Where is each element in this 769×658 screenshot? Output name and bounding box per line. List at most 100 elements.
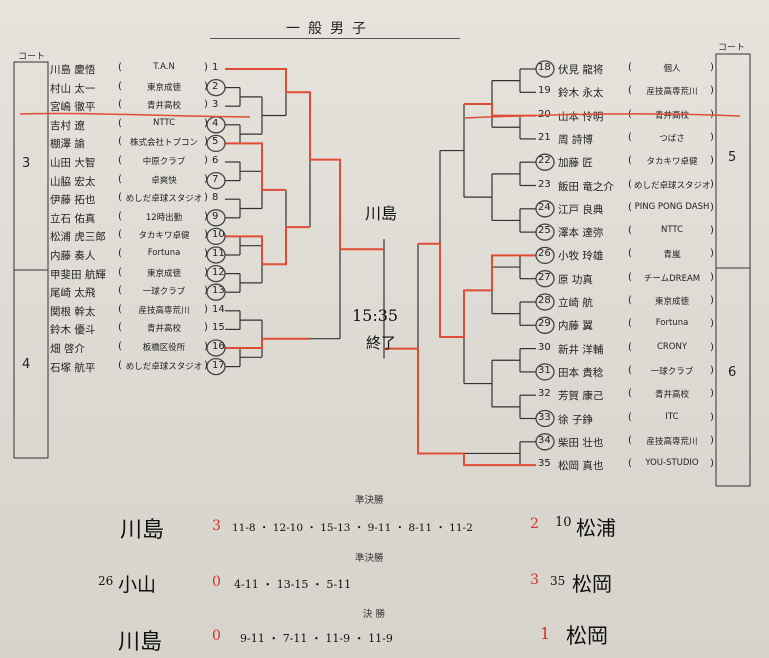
open-paren: ( [118,303,122,315]
player-number: 2 [212,80,219,92]
semi2-game-scores: 4-11 ・ 13-15 ・ 5-11 [234,578,352,591]
open-paren: ( [628,318,632,330]
player-number: 17 [212,359,225,371]
seed-circle [206,246,226,264]
close-paren: ) [710,131,714,143]
open-paren: ( [628,201,632,213]
player-name: 加藤 匠 [558,157,593,170]
player-club: 産技高専荒川 [646,87,698,98]
player-name: 飯田 竜之介 [558,180,614,193]
player-number: 12 [212,266,225,278]
court-box-right [715,53,751,487]
player-club: 産技高専荒川 [138,305,190,316]
player-name: 原 功真 [558,273,593,286]
player-club: PING PONG DASH [634,201,710,212]
court-number-left-top: 3 [22,156,31,171]
open-paren: ( [118,99,122,111]
player-club: 青井高校 [146,324,181,335]
close-paren: ) [710,201,714,213]
player-name: 周 詩博 [558,133,593,146]
player-name: 小牧 玲雄 [558,250,604,263]
player-club: 東京成徳 [654,297,689,307]
player-number: 1 [212,62,219,73]
close-paren: ) [204,173,208,185]
seed-circle [206,116,226,134]
court-number-right-top: 5 [728,150,737,165]
semi-label-2: 準決勝 [355,553,384,564]
winner-trace-right-26 [418,242,536,338]
player-name: 甲斐田 航輝 [50,268,106,281]
winner-trace-right-35 [384,347,536,467]
final-left-score: 0 [212,628,221,644]
close-paren: ) [710,341,714,353]
close-paren: ) [710,434,714,446]
close-paren: ) [710,271,714,283]
page-title: 一般男子 [286,21,374,37]
player-number: 35 [538,458,551,470]
final-right-name: 松岡 [566,624,608,648]
player-club: タカキワ卓健 [646,157,698,168]
close-paren: ) [204,285,208,297]
close-paren: ) [204,99,208,111]
open-paren: ( [118,359,122,371]
player-club: NTTC [660,225,684,236]
left-round3-join [262,69,287,117]
winner-trace-left-5 [225,142,286,191]
player-number: 21 [538,131,551,143]
left-round2-join [240,170,263,210]
player-name: 鈴木 永太 [558,87,604,100]
close-paren: ) [710,318,714,330]
bracket-black-lines [225,68,536,466]
player-club: 東京成徳 [146,82,181,93]
player-club: 株式会社トプコン [129,138,198,149]
open-paren: ( [118,80,122,92]
seed-circle [206,283,226,301]
player-name: 棚澤 諭 [50,138,85,151]
player-club: 中原クラブ [142,157,186,167]
close-paren: ) [710,295,714,306]
final-game-scores: 9-11 ・ 7-11 ・ 11-9 ・ 11-9 [240,632,393,645]
player-number: 16 [212,341,225,352]
semi2-right-score: 3 [530,572,539,588]
seed-circle [535,60,555,78]
open-paren: ( [628,62,632,73]
close-paren: ) [204,248,208,259]
semi1-right-score: 2 [530,516,539,532]
player-number: 23 [538,178,551,190]
strike-mark-left [19,112,251,118]
semi1-left-score: 3 [212,518,221,534]
player-number: 29 [538,318,551,330]
semi2-left-score: 0 [212,574,221,590]
player-number: 3 [212,99,219,111]
player-name: 立石 佑真 [50,212,96,225]
court-label-right: コート [718,43,746,53]
player-name: 吉村 遼 [50,119,85,132]
player-name: 立崎 航 [558,297,593,309]
player-number: 32 [538,388,551,400]
open-paren: ( [628,458,632,470]
close-paren: ) [710,458,714,470]
player-number: 34 [538,434,551,446]
seed-circle [206,134,226,153]
player-number: 19 [538,85,551,97]
right-round2-join [491,266,520,315]
player-number: 15 [212,322,225,334]
player-name: 鈴木 優斗 [50,324,96,337]
open-paren: ( [628,341,632,353]
player-club: タカキワ卓健 [138,231,190,242]
seed-circle [206,209,226,227]
seed-circle [535,200,555,218]
player-club: 東京成徳 [146,268,181,279]
open-paren: ( [628,364,632,376]
player-club: 個人 [663,64,681,74]
player-club: 12時出勤 [145,212,183,223]
center-winner-name: 川島 [365,204,398,223]
left-round3-join [262,189,287,265]
close-paren: ) [204,266,208,278]
seed-circle [206,357,226,376]
open-paren: ( [118,248,122,259]
court-box-left [13,61,49,459]
player-name: 徐 子錚 [558,413,593,426]
semi2-right-name: 松岡 [572,572,612,596]
open-paren: ( [118,229,122,241]
